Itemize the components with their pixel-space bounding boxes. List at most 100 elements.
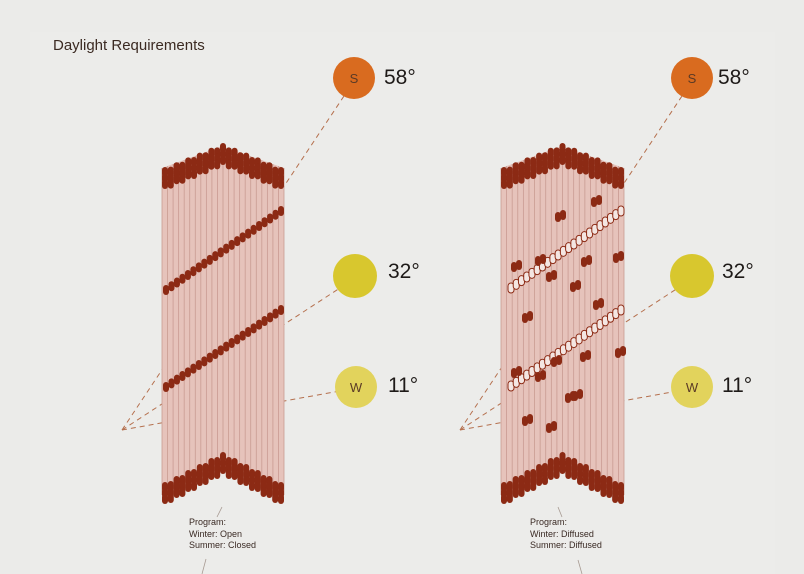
shade-tile — [600, 173, 607, 184]
leader-line-bottom — [577, 559, 583, 574]
winter-sun-letter: W — [686, 380, 699, 395]
shade-tile — [577, 475, 584, 485]
scatter-tile — [546, 421, 557, 433]
shade-tile — [278, 494, 284, 504]
diffuser-tile — [617, 304, 625, 316]
shade-tile — [553, 469, 560, 479]
scatter-tile — [565, 391, 576, 403]
shade-tile — [511, 262, 517, 272]
shade-tile — [214, 159, 221, 170]
shade-tile — [234, 236, 241, 247]
shade-tile — [588, 169, 595, 179]
suns-right: S 58° 32° W 11° — [670, 57, 754, 408]
shade-tile — [588, 481, 595, 491]
summer-sun-letter: S — [350, 71, 359, 86]
program-summer: Summer: Closed — [189, 540, 256, 550]
shade-tile — [535, 372, 541, 382]
shade-tile — [261, 217, 268, 228]
program-label: Program: — [189, 517, 226, 527]
caption-left: Program: Winter: Open Summer: Closed — [189, 506, 256, 574]
shade-tile — [260, 487, 267, 497]
shade-tile — [196, 164, 203, 175]
shade-tile — [231, 470, 238, 480]
shade-tile — [237, 475, 244, 485]
shade-tile — [598, 298, 604, 308]
facade-right — [500, 143, 626, 504]
shade-tile — [565, 393, 571, 403]
shade-tile — [612, 493, 619, 503]
shade-tile — [560, 210, 566, 220]
shade-tile — [173, 174, 180, 185]
shade-tile — [606, 174, 613, 185]
shade-tile — [225, 159, 232, 170]
shade-tile — [239, 330, 246, 341]
shade-tile — [559, 464, 566, 474]
shade-tile — [512, 488, 519, 498]
shade-tile — [551, 421, 557, 431]
shade-tile — [185, 169, 192, 180]
shade-tile — [220, 464, 226, 474]
upper-diffuser-band — [507, 205, 625, 294]
shade-tile — [249, 169, 255, 179]
shade-tile — [618, 179, 624, 189]
shade-tile — [231, 159, 238, 170]
leader-line-top — [216, 506, 223, 518]
shade-tile — [163, 382, 169, 392]
top-chevron-tiles — [162, 143, 284, 189]
shade-tile — [272, 308, 279, 319]
shade-tile — [600, 487, 607, 497]
shade-tile — [506, 493, 513, 503]
caption-right: Program: Winter: Diffused Summer: Diffus… — [530, 506, 602, 574]
shade-tile — [250, 323, 257, 334]
shade-tile — [582, 476, 589, 486]
panel-left: Program: Winter: Open Summer: Closed S 5… — [121, 57, 420, 574]
shade-tile — [516, 366, 522, 376]
shade-tile — [536, 164, 543, 175]
bottom-chevron-tiles — [501, 452, 624, 504]
diagram-title: Daylight Requirements — [53, 37, 205, 54]
shade-tile — [512, 174, 519, 185]
shade-tile — [582, 164, 589, 175]
shade-tile — [580, 352, 586, 362]
shade-tile — [208, 159, 215, 170]
shade-tile — [184, 367, 191, 378]
shade-tile — [206, 352, 213, 363]
shade-tile — [581, 257, 587, 267]
shade-tile — [223, 243, 230, 254]
upper-shade-band — [163, 206, 284, 295]
shade-tile — [612, 178, 619, 189]
shade-tile — [516, 260, 522, 270]
scatter-tile — [593, 298, 604, 310]
program-label: Program: — [530, 517, 567, 527]
scatter-tile — [615, 346, 626, 358]
summer-sun-icon — [333, 57, 375, 99]
shade-tile — [173, 374, 180, 385]
shade-tile — [179, 371, 186, 381]
shade-tile — [501, 494, 507, 504]
shade-tile — [237, 164, 244, 175]
shade-tile — [206, 254, 213, 265]
summer-angle: 58° — [718, 66, 750, 89]
shade-tile — [559, 155, 566, 165]
shade-tile — [250, 224, 257, 235]
shade-tile — [214, 469, 221, 479]
shade-tile — [260, 173, 267, 184]
shade-tile — [191, 169, 197, 179]
shade-tile — [565, 159, 572, 170]
shade-tile — [220, 155, 226, 165]
shade-tile — [168, 378, 175, 389]
shade-tile — [190, 363, 197, 374]
shade-tile — [593, 300, 599, 310]
shade-tile — [195, 262, 202, 273]
shade-tile — [540, 370, 546, 380]
shade-tile — [594, 169, 601, 180]
shade-tile — [184, 269, 191, 280]
shade-tile — [185, 482, 192, 492]
shade-tile — [245, 228, 252, 239]
shade-tile — [541, 475, 548, 485]
shade-tile — [162, 494, 168, 504]
winter-sun-icon — [671, 366, 713, 408]
shade-tile — [239, 232, 246, 243]
shade-tile — [536, 476, 543, 486]
